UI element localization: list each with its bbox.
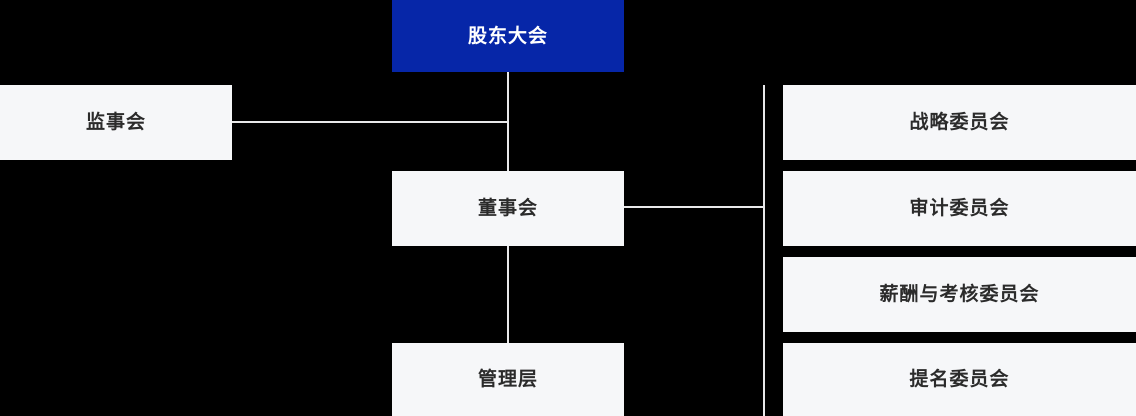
node-shareholders-meeting[interactable]: 股东大会 — [392, 0, 624, 72]
node-management[interactable]: 管理层 — [392, 343, 624, 416]
node-strategy-committee[interactable]: 战略委员会 — [783, 85, 1136, 160]
node-audit-committee[interactable]: 审计委员会 — [783, 171, 1136, 246]
node-label-remuneration-committee: 薪酬与考核委员会 — [879, 284, 1040, 305]
node-label-strategy-committee: 战略委员会 — [909, 112, 1010, 133]
node-nomination-committee[interactable]: 提名委员会 — [783, 343, 1136, 416]
node-label-audit-committee: 审计委员会 — [909, 198, 1010, 219]
node-label-board-of-directors: 董事会 — [477, 198, 538, 219]
connector-supervisors-horizontal — [232, 121, 508, 123]
node-board-of-directors[interactable]: 董事会 — [392, 171, 624, 246]
node-board-of-supervisors[interactable]: 监事会 — [0, 85, 232, 160]
connector-board-to-committees-horizontal — [624, 206, 765, 208]
node-label-management: 管理层 — [477, 369, 538, 390]
node-label-board-of-supervisors: 监事会 — [85, 112, 146, 133]
node-label-shareholders-meeting: 股东大会 — [467, 25, 548, 47]
connector-board-to-management — [507, 246, 509, 343]
node-remuneration-committee[interactable]: 薪酬与考核委员会 — [783, 257, 1136, 332]
connector-root-to-board — [507, 72, 509, 171]
node-label-nomination-committee: 提名委员会 — [909, 369, 1010, 390]
connector-committees-vertical-spine — [763, 85, 765, 416]
